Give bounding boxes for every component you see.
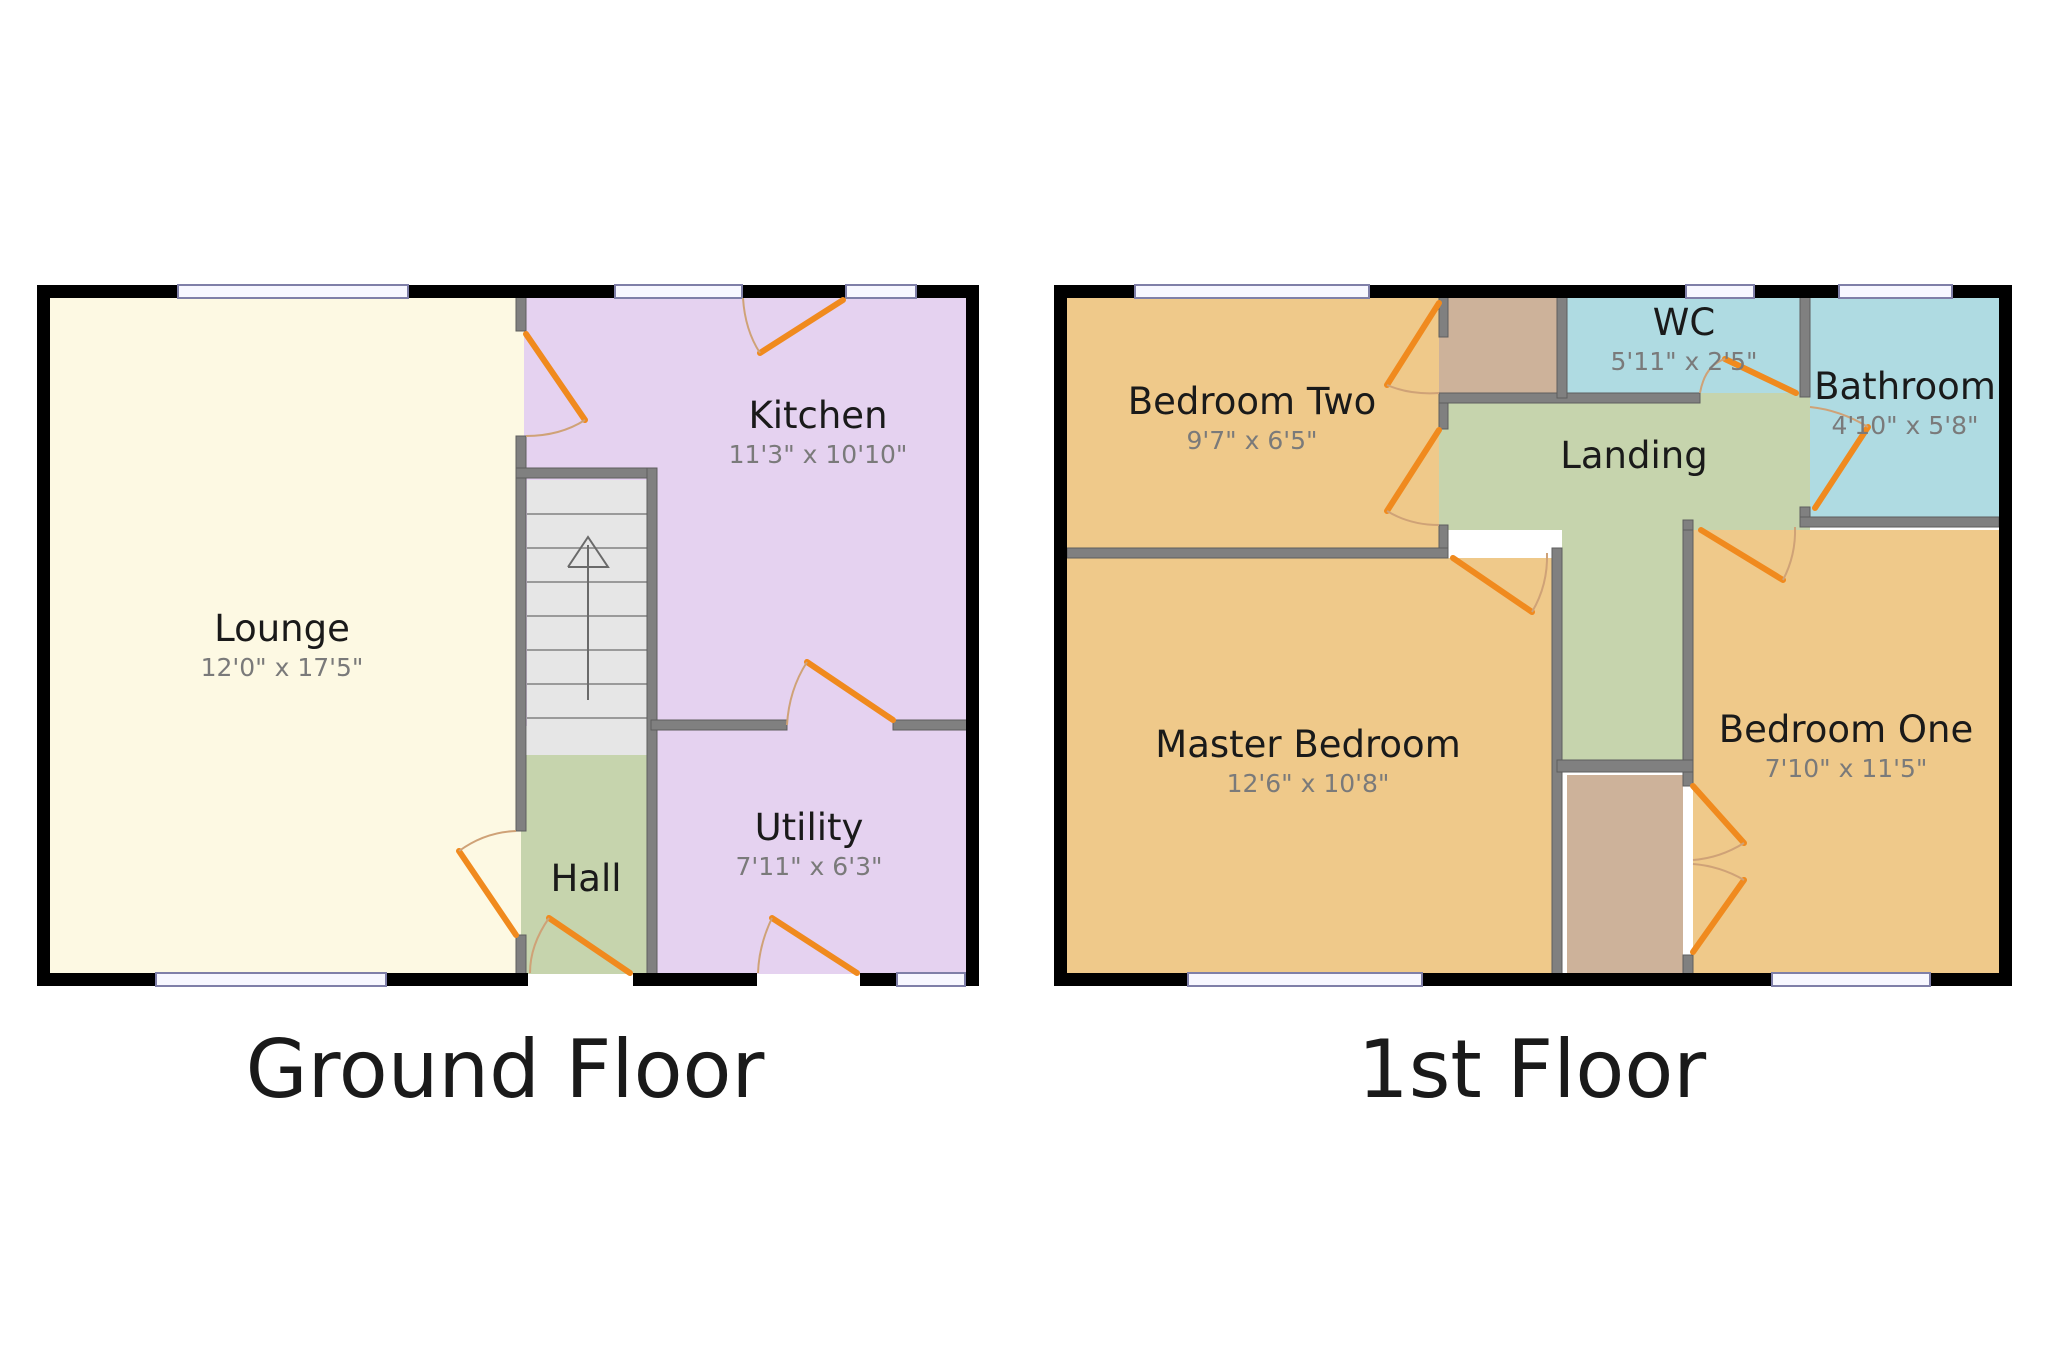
lounge-door-hall <box>456 830 519 938</box>
bathroom-area <box>1810 297 1999 517</box>
bedroom-one-window <box>1771 972 1931 987</box>
master-bedroom-window <box>1187 972 1423 987</box>
bathroom-label: Bathroom <box>1814 365 1996 408</box>
wc-dimensions: 5'11" x 2'5" <box>1611 347 1758 376</box>
bedroom-two-master-wall <box>1066 547 1449 559</box>
bedroom-two-door-upper <box>1384 300 1442 395</box>
front-door <box>529 915 633 976</box>
utility-area <box>656 726 967 974</box>
bedroom-two-area <box>1067 297 1439 548</box>
bathroom-window <box>1838 284 1953 299</box>
stairs-up-arrow-icon <box>567 535 610 700</box>
kitchen-window-top <box>614 284 743 299</box>
bedroom-two-window <box>1134 284 1370 299</box>
cupboard-bedroom-one-wall <box>1682 771 1694 787</box>
wc-window <box>1685 284 1755 299</box>
wc-label: WC <box>1653 301 1715 344</box>
ground-floor-title: Ground Floor <box>246 1023 765 1116</box>
lounge-hall-wall-lower <box>515 934 527 975</box>
cupboard-bedroom-one-wall-bottom <box>1682 954 1694 975</box>
ground-wall-right <box>966 285 979 986</box>
landing-area <box>1439 393 1810 530</box>
lounge-hall-wall-upper <box>515 296 527 332</box>
kitchen-door-lounge <box>523 331 588 437</box>
master-bedroom-door <box>1450 552 1549 615</box>
bedroom-one-area <box>1693 530 1999 974</box>
kitchen-label: Kitchen <box>748 394 887 437</box>
landing-cupboard-wall <box>1556 759 1694 773</box>
master-bedroom-label: Master Bedroom <box>1155 723 1460 766</box>
stairs-top-wall <box>515 467 658 479</box>
wc-door <box>1699 356 1799 396</box>
kitchen-window-top-right <box>845 284 917 299</box>
bathroom-dimensions: 4'10" x 5'8" <box>1832 411 1979 440</box>
lounge-window-top <box>177 284 409 299</box>
master-bedroom-dimensions: 12'6" x 10'8" <box>1227 769 1390 798</box>
ground-floor-plan: Lounge 12'0" x 17'5" Kitchen 11'3" x 10'… <box>37 284 979 1116</box>
master-bedroom-area <box>1067 558 1557 974</box>
ground-wall-bottom-mid <box>633 973 757 986</box>
utility-external-door <box>757 915 860 976</box>
lounge-label: Lounge <box>214 607 350 650</box>
landing-top-wall <box>1438 392 1701 404</box>
cupboard-double-door <box>1690 783 1747 955</box>
wc-bathroom-wall <box>1799 296 1811 398</box>
lounge-dimensions: 12'0" x 17'5" <box>201 653 364 682</box>
first-wall-right <box>1999 285 2012 986</box>
lounge-window-bottom <box>155 972 387 987</box>
kitchen-dimensions: 11'3" x 10'10" <box>729 440 908 469</box>
first-wall-left <box>1054 285 1067 986</box>
hall-area <box>521 755 651 974</box>
bathroom-door <box>1809 406 1871 511</box>
bedroom-two-label: Bedroom Two <box>1128 380 1377 423</box>
utility-window-bottom <box>896 972 966 987</box>
bedroom-two-dimensions: 9'7" x 6'5" <box>1186 426 1317 455</box>
utility-label: Utility <box>755 806 864 849</box>
kitchen-utility-wall-right <box>892 719 968 731</box>
bathroom-bedroom-one-wall <box>1799 516 2000 528</box>
cupboard-bottom-area <box>1567 775 1683 974</box>
landing-bedroom-one-wall <box>1682 529 1694 769</box>
kitchen-back-door <box>742 297 846 356</box>
bedroom-one-label: Bedroom One <box>1719 708 1973 751</box>
bedroom-one-door <box>1698 526 1797 583</box>
utility-door <box>786 659 896 726</box>
cupboard-wc-wall <box>1556 296 1568 399</box>
lounge-hall-wall <box>515 435 527 832</box>
first-floor-plan: Bedroom Two 9'7" x 6'5" WC 5'11" x 2'5" … <box>1054 284 2012 1116</box>
hall-label: Hall <box>550 857 621 900</box>
bedroom-one-dimensions: 7'10" x 11'5" <box>1765 754 1928 783</box>
utility-dimensions: 7'11" x 6'3" <box>736 852 883 881</box>
bedroom-two-door <box>1384 427 1442 526</box>
first-floor-title: 1st Floor <box>1358 1023 1707 1116</box>
lounge-area <box>50 297 524 974</box>
kitchen-utility-wall-left <box>650 719 788 731</box>
ground-wall-left <box>37 285 50 986</box>
landing-label: Landing <box>1560 434 1707 477</box>
cupboard-top-area <box>1439 297 1562 393</box>
landing-corridor-area <box>1562 530 1683 762</box>
landing-bedroom-one-wall-top <box>1682 519 1694 531</box>
